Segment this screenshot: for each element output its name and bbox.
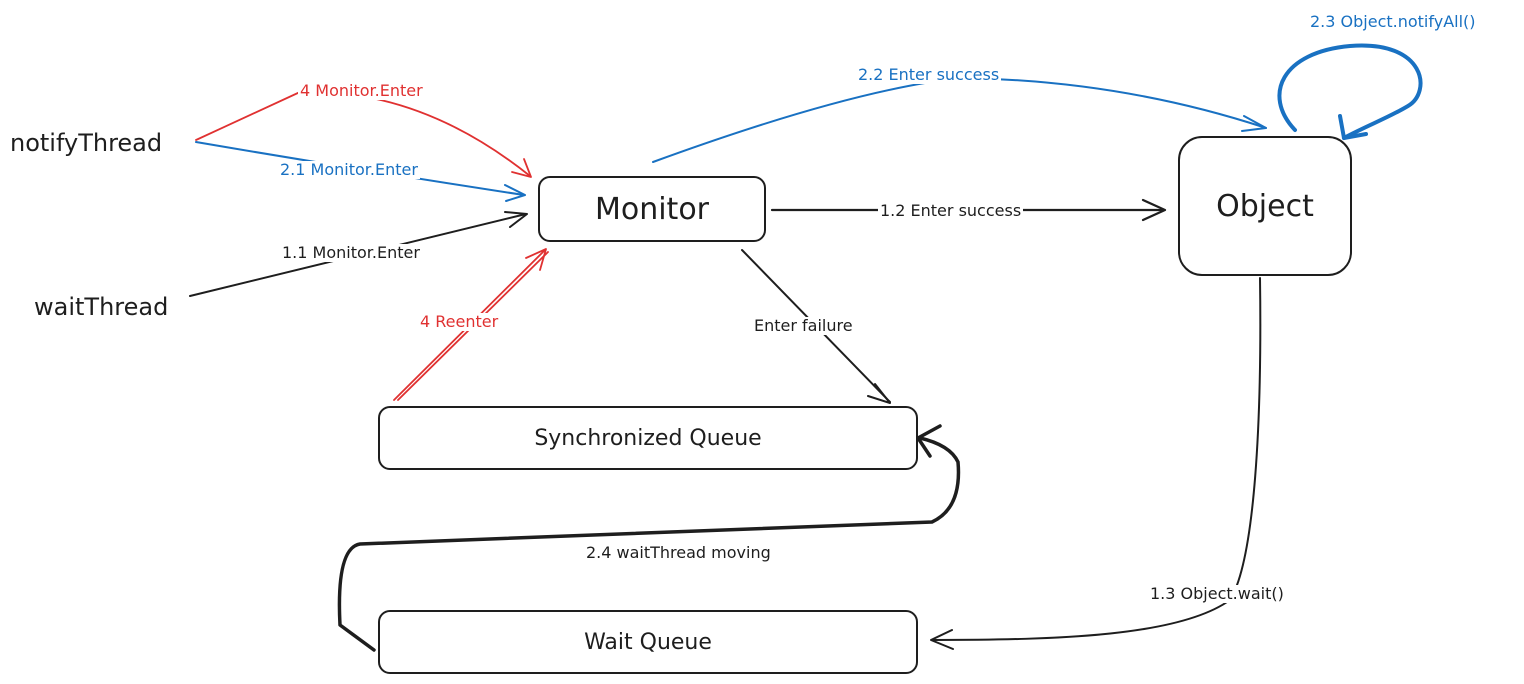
synchronized-queue-box: Synchronized Queue (378, 406, 918, 470)
object-label: Object (1216, 188, 1314, 224)
edge-label-object-notify-all: 2.3 Object.notifyAll() (1308, 12, 1478, 31)
arrowhead-monitor-to-object-wait (1141, 198, 1167, 222)
edge-object-notify-all (1277, 43, 1423, 140)
edge-label-queue-reenter: 4 Reenter (418, 312, 501, 331)
monitor-label: Monitor (594, 191, 710, 227)
notify-thread-label: notifyThread (10, 129, 163, 157)
arrowhead-object-notify-all (1338, 114, 1368, 140)
arrowhead-wait-enter-monitor (504, 211, 528, 228)
edge-wait-thread-moving (337, 436, 961, 652)
wait-queue-box: Wait Queue (378, 610, 918, 674)
arrowhead-wait-thread-moving (916, 424, 942, 458)
edge-label-notify-enter-monitor: 2.1 Monitor.Enter (278, 160, 420, 179)
edge-label-wait-thread-moving: 2.4 waitThread moving (584, 543, 773, 562)
monitor-box: Monitor (538, 176, 766, 242)
edge-monitor-to-object-notify (652, 77, 1267, 163)
edge-label-object-wait: 1.3 Object.wait() (1148, 584, 1286, 603)
arrowhead-queue-reenter (525, 248, 547, 271)
arrowhead-notify-reenter-monitor (511, 158, 532, 178)
edge-label-notify-reenter-monitor: 4 Monitor.Enter (298, 81, 425, 100)
edge-label-enter-failure: Enter failure (752, 316, 855, 335)
arrowhead-notify-enter-monitor (504, 184, 526, 202)
edge-label-monitor-to-object-notify: 2.2 Enter success (856, 65, 1002, 84)
edge-label-wait-enter-monitor: 1.1 Monitor.Enter (280, 243, 422, 262)
wait-queue-label: Wait Queue (584, 629, 712, 655)
arrowhead-object-wait (930, 629, 954, 650)
wait-thread-label: waitThread (34, 293, 169, 321)
edge-label-monitor-to-object-wait: 1.2 Enter success (878, 201, 1024, 220)
arrowhead-monitor-to-object-notify (1241, 115, 1267, 132)
arrowhead-enter-failure (867, 383, 891, 404)
synchronized-queue-label: Synchronized Queue (534, 425, 762, 451)
object-box: Object (1178, 136, 1352, 276)
